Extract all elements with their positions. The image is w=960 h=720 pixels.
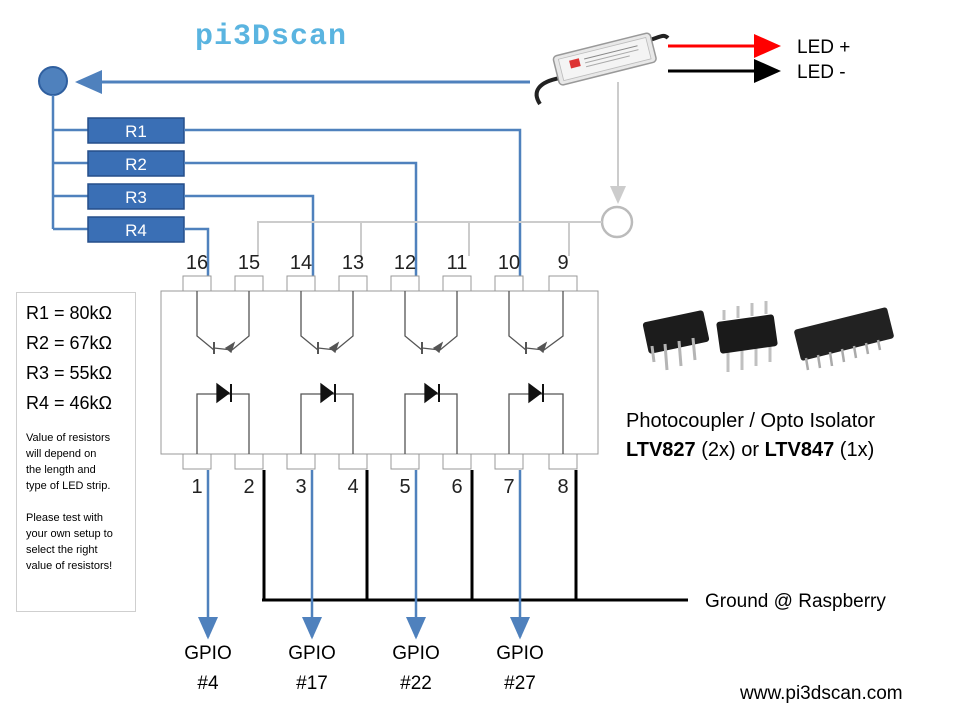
photocoupler-title: Photocoupler / Opto Isolator [626,410,875,432]
channel-2 [300,291,354,454]
pin-number: 5 [399,476,410,498]
part-qty: (2x) or [696,439,765,461]
resistor-value: R3 = 55kΩ [26,363,113,383]
pin-number: 1 [191,476,202,498]
note-line: select the right [26,544,98,556]
led-plus-label: LED + [797,37,850,58]
channel-4 [508,291,564,454]
gpio-label: GPIO [496,643,544,664]
gpio-pin: #27 [504,673,536,694]
note-line: type of LED strip. [26,480,111,492]
gpio-label: GPIO [392,643,440,664]
bottom-pins [182,453,578,470]
note-line [26,494,134,510]
r1-wire [184,128,522,282]
pin-number: 10 [498,252,520,274]
resistor-label: R4 [125,221,147,240]
pin-number: 8 [557,476,568,498]
note-line: value of resistors! [26,560,113,572]
pin-number: 14 [290,252,312,274]
note-line: Value of resistors [26,432,111,444]
r2-wire [184,161,418,282]
supply-junction [38,66,68,96]
r4-wire [184,227,210,282]
led-minus-label: LED - [797,62,846,83]
note-line: will depend on [26,448,97,460]
chip-photo-dip8 [716,301,778,372]
channel-3 [404,291,458,454]
ground-label: Ground @ Raspberry [705,591,886,612]
bottom-pin-numbers: 1 2 3 4 5 6 7 8 [191,476,568,498]
resistor-r3: R3 [87,183,185,210]
part-ltv827: LTV827 [626,439,696,461]
pin-number: 12 [394,252,416,274]
resistor-label: R2 [125,155,147,174]
website-link[interactable]: www.pi3dscan.com [739,683,903,704]
gray-bus [257,221,602,256]
resistor-legend [16,292,136,612]
ic-body [160,290,599,455]
resistor-value: R4 = 46kΩ [26,393,113,413]
pin-number: 15 [238,252,260,274]
resistor-r2: R2 [87,150,185,177]
photocoupler-parts: LTV827 (2x) or LTV847 (1x) [626,439,874,461]
chip-photo-ltv827 [642,310,710,371]
pin-number: 3 [295,476,306,498]
resistor-value: R2 = 67kΩ [26,333,113,353]
gpio-label: GPIO [184,643,232,664]
gpio-pin: #22 [400,673,432,694]
led-driver-image [534,32,670,106]
resistor-value: R1 = 80kΩ [26,303,113,323]
note-line: the length and [26,464,96,476]
part-qty: (1x) [834,439,874,461]
r3-wire [184,194,315,282]
logo: pi3Dscan [195,20,347,54]
top-pins [182,275,578,292]
part-ltv847: LTV847 [765,439,835,461]
chip-photo-ltv847 [794,307,894,371]
gpio-pin: #17 [296,673,328,694]
pin-number: 7 [503,476,514,498]
pin-number: 16 [186,252,208,274]
pin-number: 6 [451,476,462,498]
resistor-label: R1 [125,122,147,141]
top-pin-numbers: 16 15 14 13 12 11 10 9 [186,252,569,274]
gpio-label: GPIO [288,643,336,664]
resistor-note: Value of resistors will depend on the le… [26,430,134,574]
note-line: Please test with [26,512,104,524]
gray-junction [600,205,634,239]
pin-number: 2 [243,476,254,498]
resistor-r1: R1 [87,117,185,144]
ground-wires [262,470,688,602]
pin-number: 9 [557,252,568,274]
pin-number: 13 [342,252,364,274]
pin-number: 11 [447,252,468,274]
pin-number: 4 [347,476,358,498]
gpio-pin: #4 [197,673,219,694]
resistor-r4: R4 [87,216,185,243]
resistor-label: R3 [125,188,147,207]
channel-1 [196,291,250,454]
note-line: your own setup to [26,528,113,540]
